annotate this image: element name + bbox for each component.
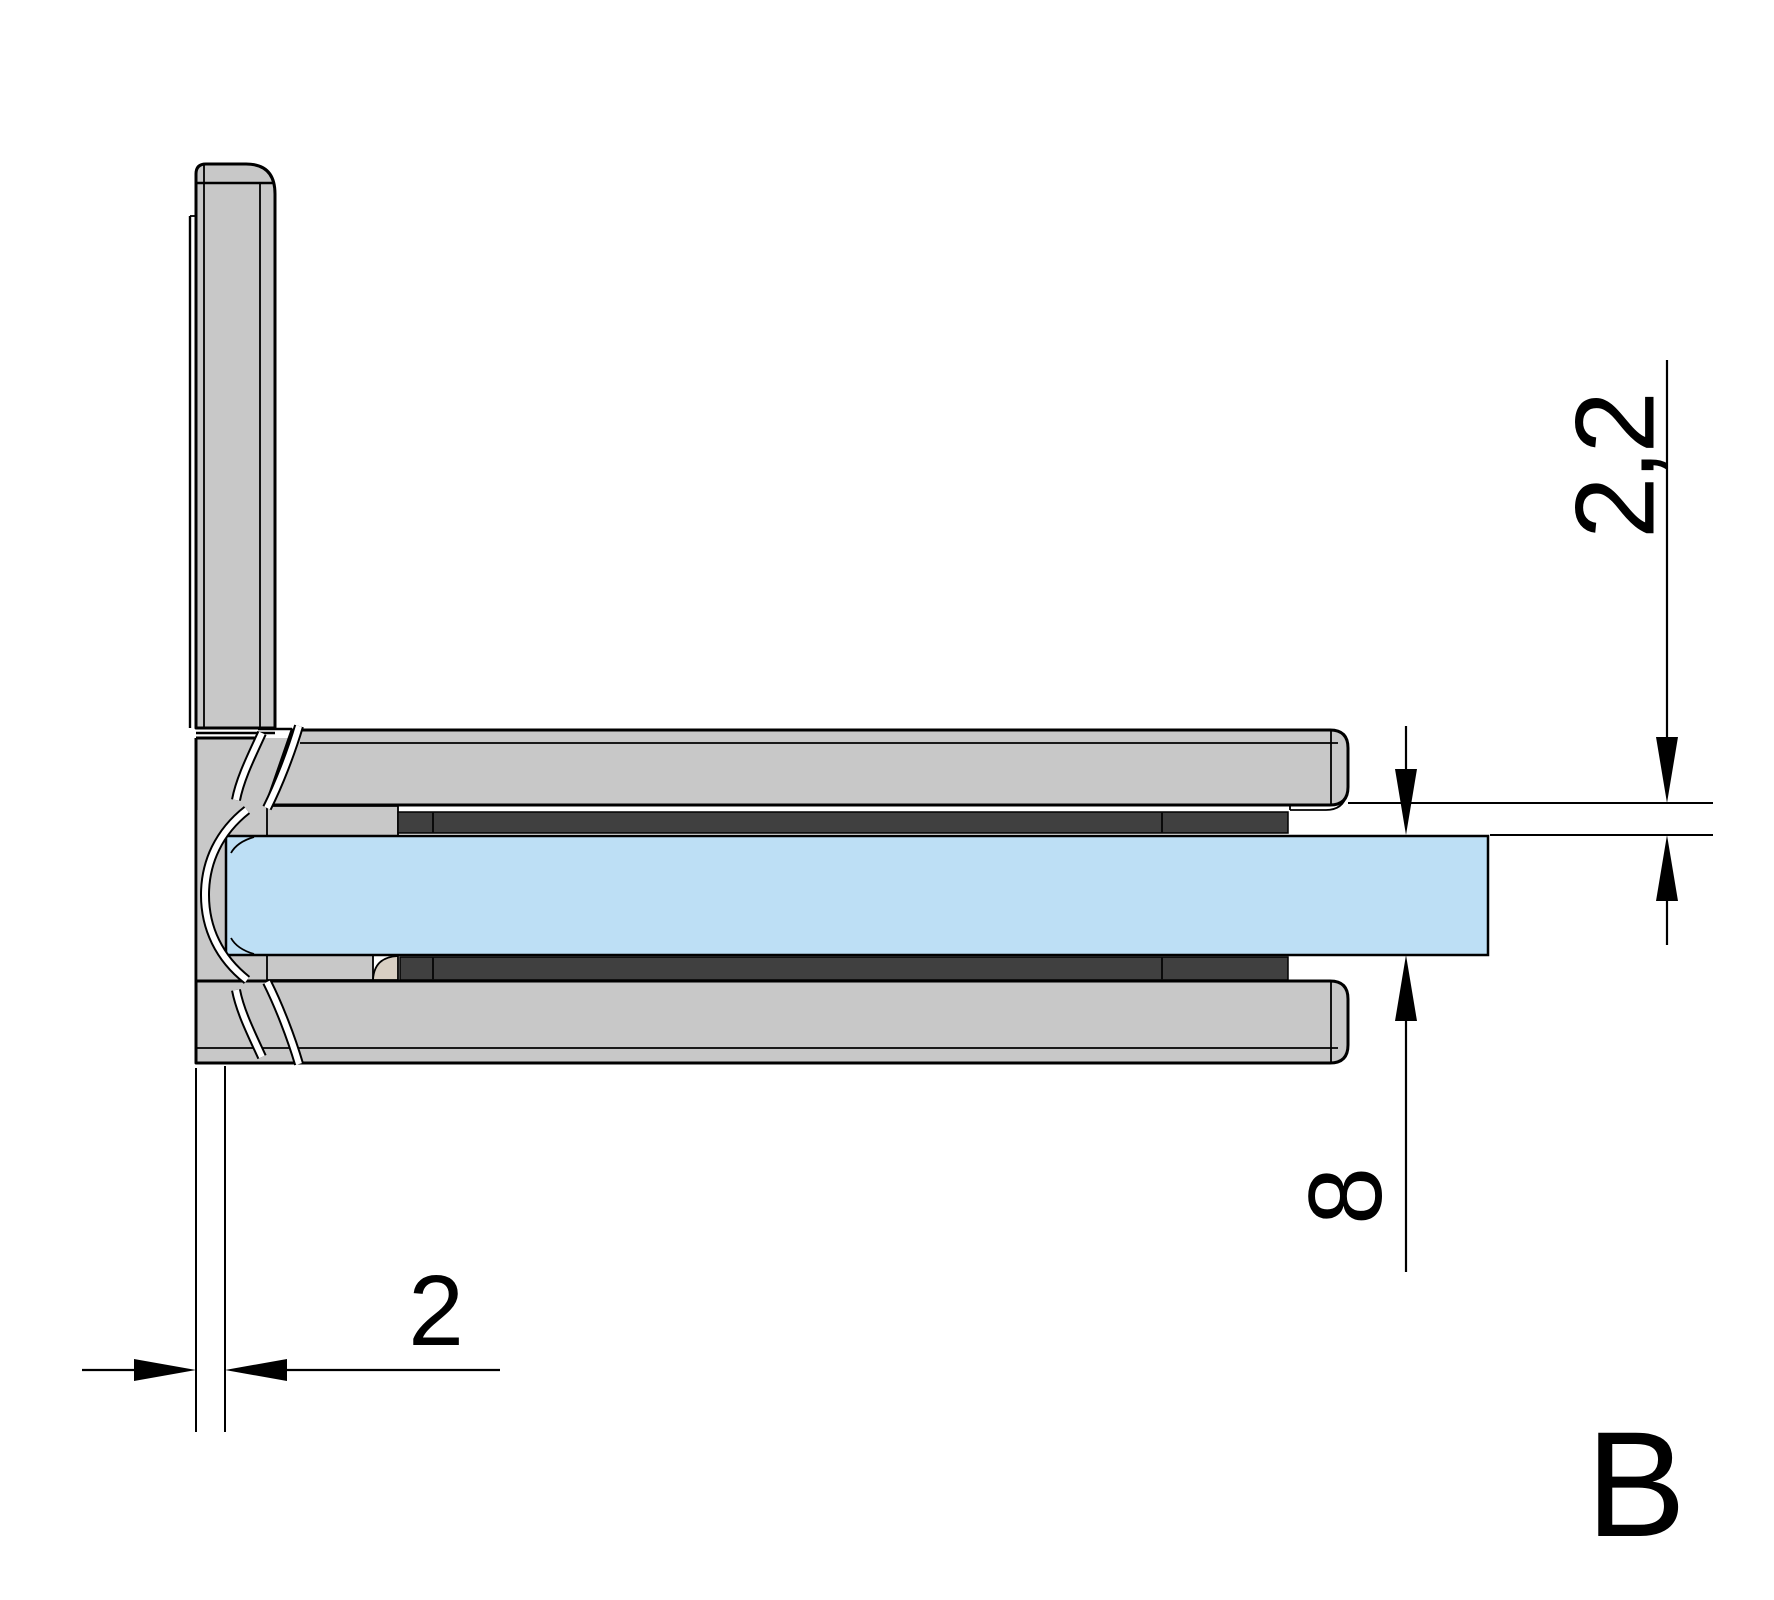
glass-panel <box>224 834 1490 957</box>
top-gasket <box>397 811 1289 834</box>
dimension-value-gap: 2,2 <box>1553 395 1678 539</box>
wall-plate <box>194 162 277 730</box>
bottom-gasket <box>399 956 1289 981</box>
rubber-gaskets <box>397 811 1289 981</box>
top-clamp-arm <box>264 728 1350 807</box>
gasket-segment-lines <box>432 812 1163 980</box>
dimension-arm-to-glass-gap: 2,2 <box>1348 360 1713 945</box>
view-label: B <box>1586 1400 1686 1568</box>
dimension-value-offset: 2 <box>408 1255 464 1367</box>
dimension-value-glass-thickness: 8 <box>1288 1167 1404 1225</box>
bottom-clamp-arm <box>194 979 1350 1065</box>
gasket-carrier-round-end <box>372 955 399 981</box>
spring-relief-slots <box>199 724 304 1066</box>
clamp-metal-parts <box>194 162 1350 1065</box>
arrow-left-icon <box>225 1359 287 1381</box>
dimension-wall-to-glass-offset: 2 <box>82 1066 500 1432</box>
bottom-gasket-carrier <box>266 954 374 981</box>
dimension-glass-thickness: 8 <box>1288 726 1417 1272</box>
top-gasket-carrier <box>266 805 399 837</box>
arrow-right-icon <box>134 1359 196 1381</box>
edge-detail-lines <box>188 164 1348 1063</box>
arrow-up-icon <box>1395 955 1417 1021</box>
arrow-down-icon <box>1656 737 1678 803</box>
arrow-down-icon <box>1395 769 1417 835</box>
arrow-up-icon <box>1656 835 1678 901</box>
